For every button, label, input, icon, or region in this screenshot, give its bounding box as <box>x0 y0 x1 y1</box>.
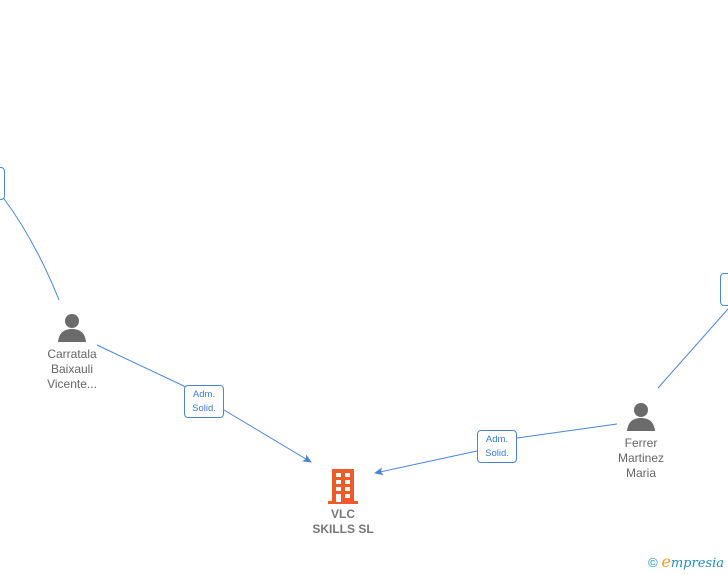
edge-badge-partial-left[interactable] <box>0 167 5 200</box>
person-name-line3: Maria <box>625 466 656 480</box>
person-name-line2: Martinez <box>617 451 664 465</box>
badge-line2: Solid. <box>485 448 509 459</box>
person-node-ferrer[interactable]: Ferrer Martinez Maria <box>601 401 681 481</box>
badge-line1: Adm. <box>192 389 216 400</box>
badge-line1: Adm. <box>485 434 509 445</box>
company-name-line2: SKILLS SL <box>312 522 374 536</box>
company-name-line1: VLC <box>331 507 355 521</box>
brand-e: e <box>661 552 671 571</box>
brand-logo: empresia <box>661 552 724 571</box>
person-node-carratala[interactable]: Carratala Baixauli Vicente... <box>32 312 112 392</box>
person-name-line2: Baixauli <box>50 362 94 376</box>
copyright-icon: © <box>648 555 658 570</box>
empresia-watermark: © empresia <box>648 552 724 571</box>
person-name-line1: Carratala <box>47 347 97 361</box>
person-icon <box>627 403 655 431</box>
edge-badge-partial-right[interactable] <box>720 273 728 306</box>
brand-rest: mpresia <box>670 556 724 571</box>
edge-badge-adm-solid-right[interactable]: Adm. Solid. <box>477 430 517 463</box>
badge-line2: Solid. <box>192 403 216 414</box>
person-icon <box>58 314 86 342</box>
company-node-vlc-skills[interactable]: VLC SKILLS SL <box>298 469 388 537</box>
building-icon <box>328 469 358 504</box>
person-name-line1: Ferrer <box>624 436 658 450</box>
person-name-line3: Vicente... <box>47 377 97 391</box>
edge-badge-adm-solid-left[interactable]: Adm. Solid. <box>184 385 224 418</box>
